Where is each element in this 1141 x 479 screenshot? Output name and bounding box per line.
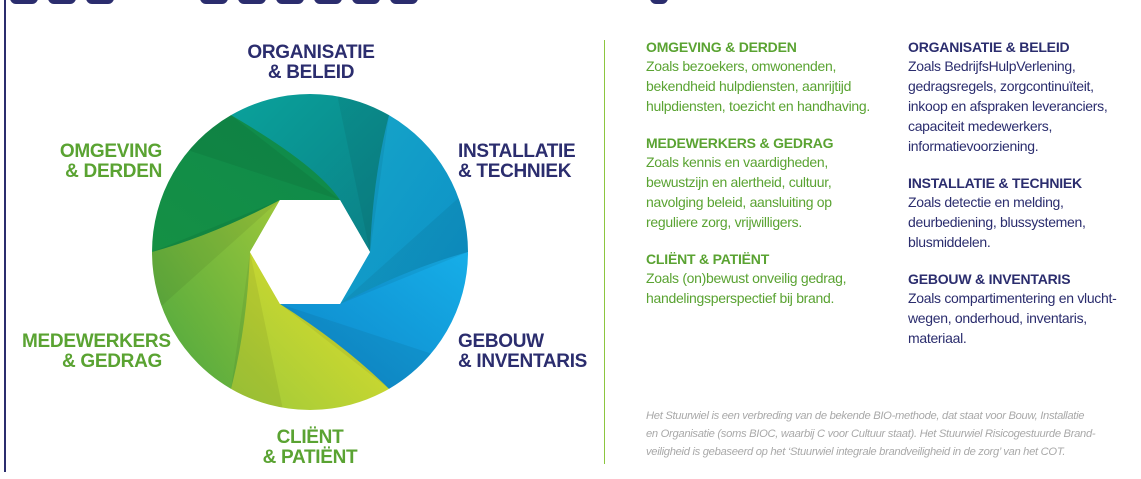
footnote-line: veiligheid is gebaseerd op het ‘Stuurwie… bbox=[646, 446, 1066, 458]
stuurwiel-diagram bbox=[152, 94, 468, 410]
footnote-line: en Organisatie (soms BIOC, waarbij C voo… bbox=[646, 428, 1096, 440]
description-omgeving: OMGEVING & DERDEN Zoals bezoekers, omwon… bbox=[646, 38, 886, 116]
description-organisatie: ORGANISATIE & BELEID Zoals BedrijfsHulpV… bbox=[908, 38, 1138, 156]
description-line: blusmiddelen. bbox=[908, 234, 991, 250]
description-line: Zoals bezoekers, omwonenden, bbox=[646, 58, 837, 74]
wheel-label-installatie: INSTALLATIE & TECHNIEK bbox=[458, 141, 576, 182]
description-column-right: ORGANISATIE & BELEID Zoals BedrijfsHulpV… bbox=[908, 38, 1138, 366]
segment-shadow bbox=[188, 115, 341, 201]
description-line: hulpdiensten, toezicht en handhaving. bbox=[646, 98, 870, 114]
description-title: GEBOUW & INVENTARIS bbox=[908, 271, 1071, 287]
description-line: materiaal. bbox=[908, 330, 967, 346]
segment-shadow bbox=[231, 252, 283, 408]
description-line: informatievoorziening. bbox=[908, 138, 1039, 154]
segment-shadow bbox=[337, 96, 389, 252]
wheel-label-omgeving: OMGEVING & DERDEN bbox=[59, 141, 162, 182]
top-decoration bbox=[0, 0, 720, 6]
description-line: Zoals kennis en vaardigheden, bbox=[646, 154, 828, 170]
description-line: inkoop en afspraken leveranciers, bbox=[908, 98, 1108, 114]
wheel-label-gebouw: GEBOUW & INVENTARIS bbox=[458, 331, 588, 372]
description-gebouw: GEBOUW & INVENTARIS Zoals compartimenter… bbox=[908, 270, 1138, 348]
segment-shadow bbox=[152, 200, 280, 307]
segment-shadow bbox=[280, 303, 432, 389]
description-line: Zoals BedrijfsHulpVerlening, bbox=[908, 58, 1076, 74]
description-medewerkers: MEDEWERKERS & GEDRAG Zoals kennis en vaa… bbox=[646, 134, 886, 232]
segment-omgeving bbox=[152, 115, 340, 252]
description-client: CLIËNT & PATIËNT Zoals (on)bewust onveil… bbox=[646, 250, 886, 308]
description-column-left: OMGEVING & DERDEN Zoals bezoekers, omwon… bbox=[646, 38, 886, 326]
center-divider bbox=[604, 40, 605, 464]
description-title: INSTALLATIE & TECHNIEK bbox=[908, 175, 1082, 191]
segment-gebouw bbox=[280, 252, 468, 389]
left-divider bbox=[4, 0, 6, 472]
segment-installatie bbox=[340, 115, 468, 304]
segment-shadow bbox=[340, 197, 468, 304]
wheel-center-hexagon bbox=[250, 200, 370, 304]
description-line: Zoals (on)bewust onveilig gedrag, bbox=[646, 270, 847, 286]
description-line: bewustzijn en alertheid, cultuur, bbox=[646, 174, 832, 190]
footnote-line: Het Stuurwiel is een verbreding van de b… bbox=[646, 410, 1085, 422]
description-line: bekendheid hulpdiensten, aanrijtijd bbox=[646, 78, 852, 94]
description-installatie: INSTALLATIE & TECHNIEK Zoals detectie en… bbox=[908, 174, 1138, 252]
segment-medewerkers bbox=[152, 200, 280, 389]
wheel-label-client: CLIËNT & PATIËNT bbox=[262, 427, 358, 468]
description-title: MEDEWERKERS & GEDRAG bbox=[646, 135, 834, 151]
description-line: capaciteit medewerkers, bbox=[908, 118, 1053, 134]
description-line: Zoals detectie en melding, bbox=[908, 194, 1064, 210]
description-title: CLIËNT & PATIËNT bbox=[646, 251, 770, 267]
description-line: wegen, onderhoud, inventaris, bbox=[908, 310, 1087, 326]
description-line: reguliere zorg, vrijwilligers. bbox=[646, 214, 802, 230]
description-title: OMGEVING & DERDEN bbox=[646, 39, 797, 55]
description-line: gedragsregels, zorgcontinuïteit, bbox=[908, 78, 1094, 94]
description-line: handelingsperspectief bij brand. bbox=[646, 290, 835, 306]
segment-client bbox=[231, 252, 389, 410]
description-title: ORGANISATIE & BELEID bbox=[908, 39, 1070, 55]
description-line: navolging beleid, aansluiting op bbox=[646, 194, 832, 210]
footnote: Het Stuurwiel is een verbreding van de b… bbox=[646, 407, 1136, 461]
wheel-label-organisatie: ORGANISATIE & BELEID bbox=[247, 42, 375, 83]
description-line: Zoals compartimentering en vlucht- bbox=[908, 290, 1117, 306]
description-line: deurbediening, blussystemen, bbox=[908, 214, 1086, 230]
wheel-label-medewerkers: MEDEWERKERS & GEDRAG bbox=[22, 331, 171, 372]
